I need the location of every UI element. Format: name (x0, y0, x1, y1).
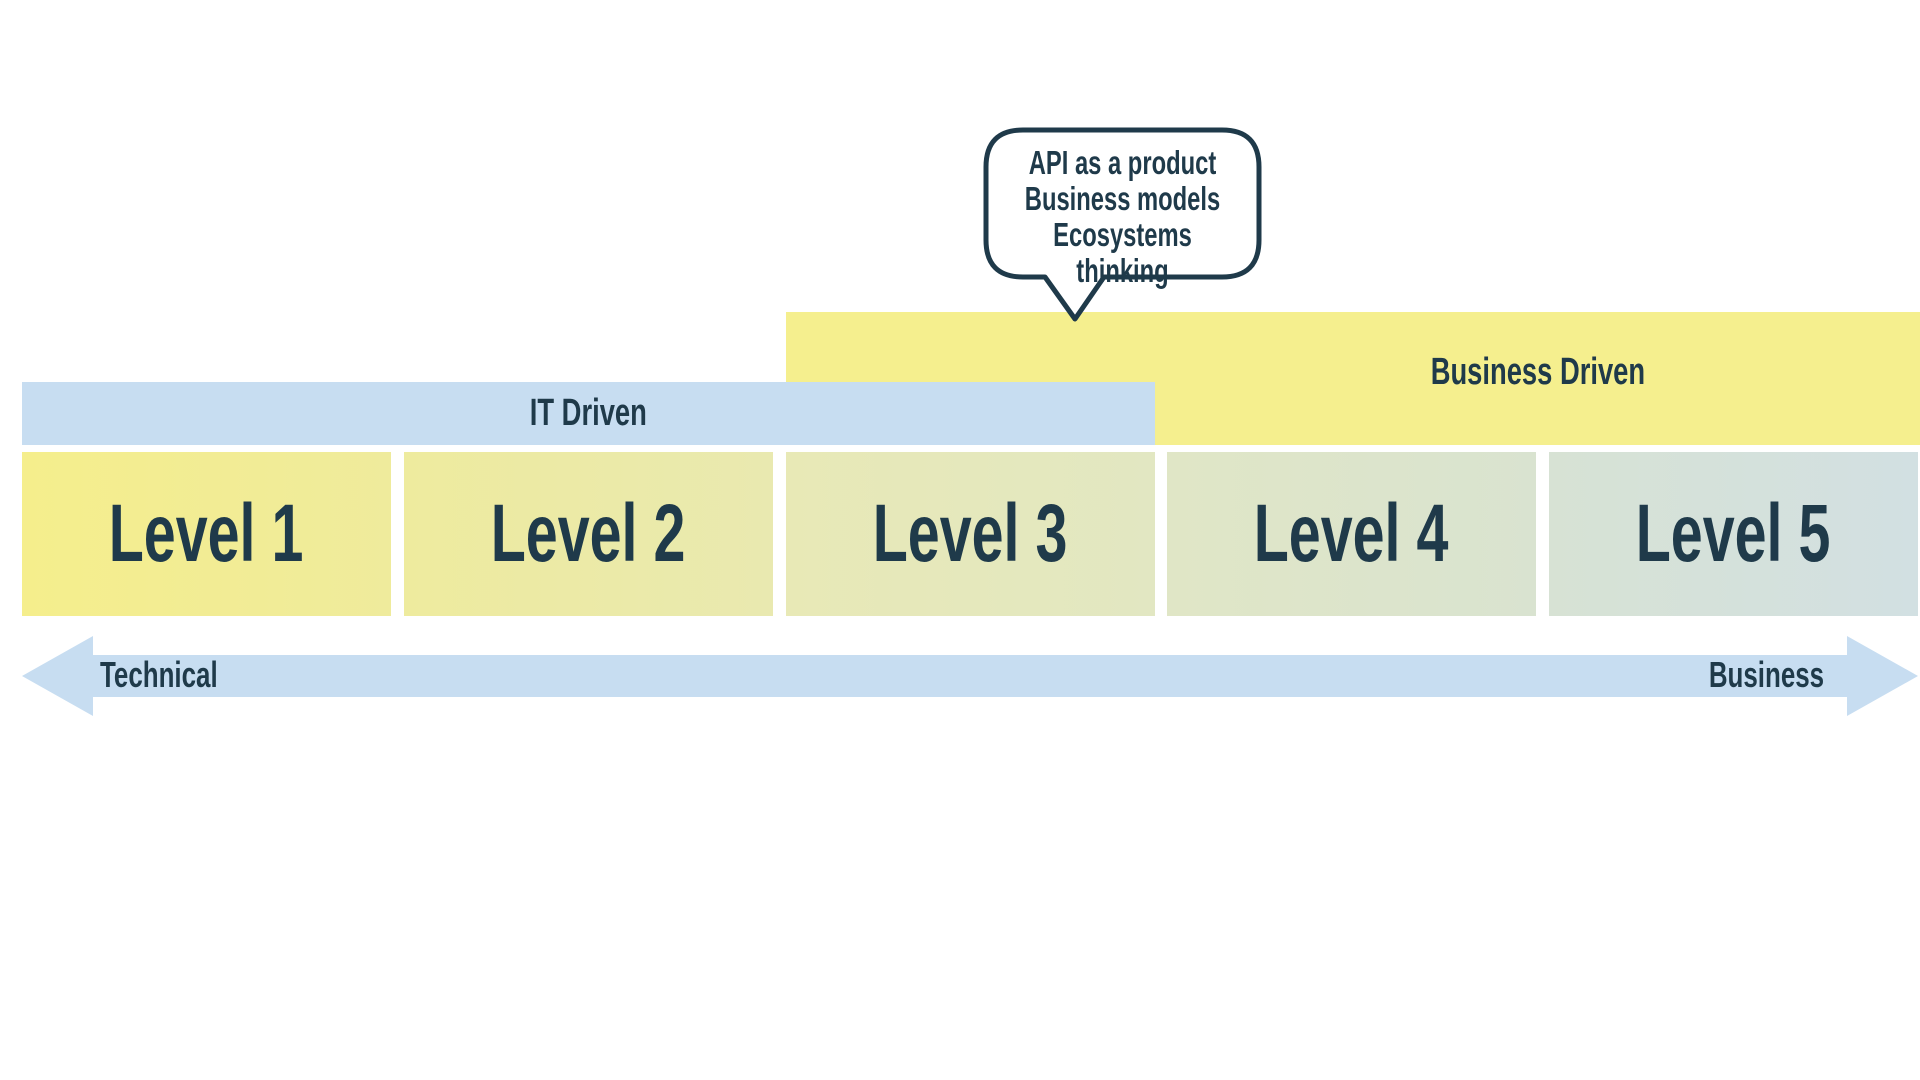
it-driven-band: IT Driven (22, 382, 1155, 445)
callout-line: Ecosystems thinking (1053, 216, 1192, 289)
level-label: Level 3 (873, 488, 1068, 579)
technical-business-double-arrow (22, 636, 1918, 716)
callout-line: Business models (1024, 180, 1221, 217)
level-label: Level 4 (1254, 488, 1449, 579)
business-label: Business (1708, 654, 1824, 695)
level-label: Level 5 (1636, 488, 1831, 579)
callout-line: API as a product (1028, 144, 1217, 181)
technical-label: Technical (100, 654, 218, 695)
business-driven-label: Business Driven (1430, 351, 1646, 393)
speech-bubble-shape (983, 127, 1262, 322)
level-label: Level 2 (491, 488, 686, 579)
level-2-box: Level 2 (404, 452, 773, 616)
it-driven-label: IT Driven (529, 392, 648, 434)
level-1-box: Level 1 (22, 452, 391, 616)
level-3-box: Level 3 (786, 452, 1155, 616)
level-label: Level 1 (109, 488, 304, 579)
level-5-box: Level 5 (1549, 452, 1918, 616)
level-4-box: Level 4 (1167, 452, 1536, 616)
speech-bubble-callout: API as a product Business models Ecosyst… (983, 127, 1262, 322)
